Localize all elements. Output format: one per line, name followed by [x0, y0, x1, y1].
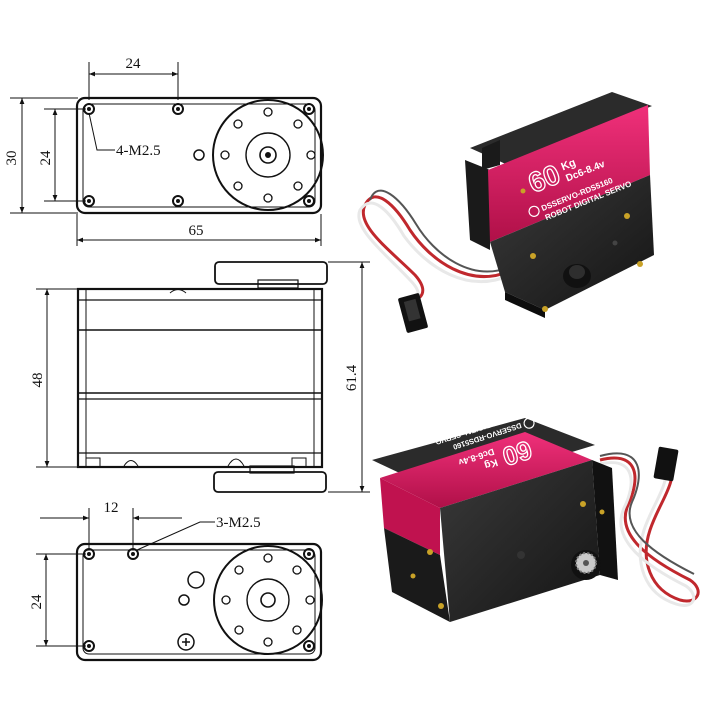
dim-bottom-height-label: 24: [29, 594, 45, 610]
bottom-output-shaft: [260, 592, 276, 608]
servo-lower-body: [490, 175, 654, 310]
top-output-disc: [212, 99, 324, 211]
side-notch: [227, 458, 245, 467]
side-foot: [85, 457, 101, 468]
side-notch: [169, 289, 187, 294]
servo-logo-icon: [523, 417, 535, 429]
servo-photo-front: 60 Kg Dc6-8.4v DSSERVO-RDS5160 ROBOT DIG…: [357, 92, 654, 333]
servo-lower-edge: [505, 292, 545, 318]
servo-top-face: [470, 92, 652, 166]
servo-unit-text: Kg: [560, 157, 578, 174]
servo-left-face: [465, 160, 490, 250]
servo-gear-center: [583, 560, 589, 566]
dim-top-length-label: 65: [189, 223, 204, 239]
bottom-round-boss: [187, 571, 205, 589]
side-shaft-bottom: [249, 465, 295, 474]
servo-label-band: [380, 432, 592, 508]
leader-bottom-holes: [136, 521, 215, 551]
side-horn-bottom: [213, 471, 327, 493]
servo-screws: [520, 188, 643, 312]
leader-top-holes: [88, 112, 115, 151]
top-view: 24 30 24 4-M2.5 65: [4, 56, 324, 246]
servo-unit-text: Kg: [483, 456, 499, 471]
servo-label-side: [380, 478, 440, 555]
servo-top-block: [482, 140, 500, 170]
servo-left-face: [384, 528, 450, 622]
servo-shaft-top: [569, 265, 585, 279]
servo-photo-back: 60 Kg Dc6-8.4v DSSERVO-RDS5160 ROBOT DIG…: [372, 411, 700, 622]
dim-top-width-label: 24: [126, 56, 142, 72]
bottom-mount-holes: [83, 548, 315, 652]
servo-logo-icon: [528, 205, 540, 217]
bottom-screw-cross: [182, 638, 190, 646]
servo-hole: [612, 240, 618, 246]
dim-top-height-inner-label: 24: [38, 150, 54, 166]
bottom-disc-holes: [221, 553, 315, 647]
bottom-holes-label: 3-M2.5: [216, 515, 261, 531]
top-disc-holes: [220, 107, 316, 203]
servo-cable-black: [599, 452, 695, 575]
dim-bottom-spacing-label: 12: [104, 500, 119, 516]
side-horn-top: [214, 261, 328, 285]
top-shaft-center: [265, 152, 271, 158]
bottom-screw: [177, 633, 195, 651]
bottom-view: 12 3-M2.5 24: [29, 500, 323, 662]
top-mount-holes: [83, 103, 315, 207]
bottom-outline: [75, 542, 323, 662]
servo-cable-white: [357, 201, 513, 306]
top-output-hub: [245, 132, 291, 178]
servo-connector: [653, 446, 679, 482]
servo-label-band: [488, 105, 650, 242]
top-outline: [75, 96, 323, 215]
side-notch: [123, 460, 139, 467]
servo-cable-white: [599, 461, 696, 607]
servo-screws: [410, 501, 605, 609]
servo-connector-pins: [403, 298, 421, 322]
bottom-output-hub: [246, 578, 290, 622]
bottom-inner-outline: [82, 549, 316, 655]
dim-side-height-label: 48: [30, 373, 46, 388]
servo-cable-red: [599, 456, 700, 603]
servo-cable-black: [369, 189, 513, 273]
dim-top-height-outer-label: 30: [4, 151, 20, 166]
dim-side-total-height-label: 61.4: [344, 364, 360, 391]
top-output-shaft: [259, 146, 277, 164]
servo-hole: [517, 551, 525, 559]
top-holes-label: 4-M2.5: [116, 143, 161, 159]
side-body: [76, 287, 324, 469]
side-view: 48 61.4: [30, 261, 370, 493]
servo-lower-body: [440, 460, 600, 622]
bottom-output-disc: [213, 545, 323, 655]
side-foot: [291, 457, 307, 468]
servo-right-edge: [592, 460, 618, 580]
